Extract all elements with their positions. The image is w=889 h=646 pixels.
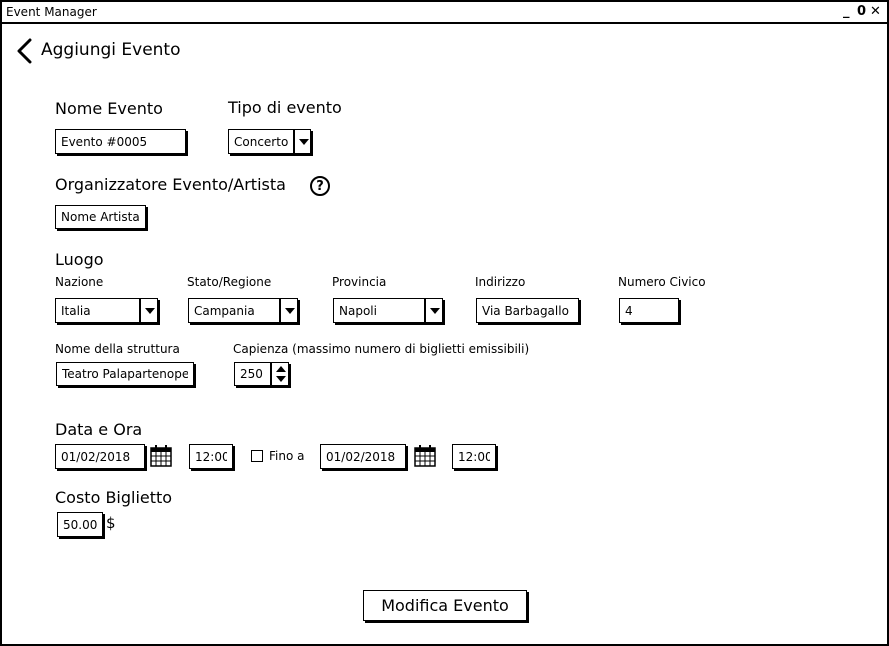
currency-symbol: $ [106, 514, 116, 532]
civic-number-input[interactable] [625, 303, 673, 318]
civic-number-field[interactable] [619, 298, 679, 323]
capacity-value[interactable]: 250 [240, 367, 263, 381]
venue-field[interactable] [56, 362, 194, 386]
help-icon[interactable]: ? [310, 176, 330, 196]
calendar-icon[interactable] [413, 444, 437, 468]
event-type-label: Tipo di evento [228, 98, 342, 117]
organizer-input[interactable] [61, 210, 140, 224]
venue-label: Nome della struttura [55, 342, 180, 356]
end-date-field[interactable] [320, 444, 406, 469]
event-name-input[interactable] [61, 134, 180, 149]
organizer-field[interactable] [55, 205, 146, 229]
event-type-select[interactable]: Concerto [228, 129, 311, 154]
region-value: Campania [194, 303, 255, 318]
region-select[interactable]: Campania [188, 298, 298, 323]
province-select[interactable]: Napoli [333, 298, 443, 323]
province-value: Napoli [339, 303, 377, 318]
country-label: Nazione [55, 275, 104, 289]
organizer-label: Organizzatore Evento/Artista [55, 175, 286, 194]
ticket-price-input[interactable] [63, 517, 97, 532]
until-checkbox[interactable] [251, 450, 263, 462]
event-type-value: Concerto [234, 134, 289, 149]
chevron-down-icon[interactable] [424, 299, 442, 322]
location-label: Luogo [55, 250, 104, 269]
country-value: Italia [61, 303, 91, 318]
page-title: Aggiungi Evento [41, 40, 181, 60]
address-field[interactable] [476, 298, 579, 323]
start-date-field[interactable] [55, 444, 145, 469]
venue-input[interactable] [62, 367, 188, 381]
address-input[interactable] [482, 303, 573, 318]
civic-number-label: Numero Civico [618, 275, 706, 289]
country-select[interactable]: Italia [55, 298, 158, 323]
end-time-field[interactable] [452, 444, 496, 469]
capacity-stepper[interactable]: 250 [234, 362, 289, 386]
start-time-field[interactable] [189, 444, 233, 469]
end-time-input[interactable] [458, 449, 490, 464]
capacity-label: Capienza (massimo numero di biglietti em… [233, 342, 530, 356]
minimize-icon[interactable]: _ [843, 4, 850, 19]
datetime-label: Data e Ora [55, 420, 143, 439]
ticket-price-label: Costo Biglietto [55, 488, 173, 507]
event-name-label: Nome Evento [55, 99, 163, 118]
event-name-field[interactable] [55, 129, 186, 154]
until-label: Fino a [269, 449, 305, 463]
title-bar: Event Manager _ 0 ✕ [2, 2, 887, 24]
start-time-input[interactable] [195, 449, 227, 464]
stepper-arrows-icon[interactable] [270, 363, 288, 385]
address-label: Indirizzo [475, 275, 526, 289]
province-label: Provincia [332, 275, 387, 289]
calendar-icon[interactable] [149, 444, 173, 468]
region-label: Stato/Regione [187, 275, 272, 289]
maximize-icon[interactable]: 0 [857, 4, 867, 19]
edit-event-button[interactable]: Modifica Evento [363, 590, 527, 621]
chevron-down-icon[interactable] [279, 299, 297, 322]
window-title: Event Manager [6, 5, 97, 19]
chevron-down-icon[interactable] [293, 130, 310, 153]
start-date-input[interactable] [61, 449, 139, 464]
chevron-left-icon[interactable] [16, 38, 34, 64]
close-icon[interactable]: ✕ [870, 4, 881, 19]
help-icon-glyph: ? [316, 178, 324, 194]
end-date-input[interactable] [326, 449, 400, 464]
chevron-down-icon[interactable] [139, 299, 157, 322]
ticket-price-field[interactable] [57, 512, 103, 537]
